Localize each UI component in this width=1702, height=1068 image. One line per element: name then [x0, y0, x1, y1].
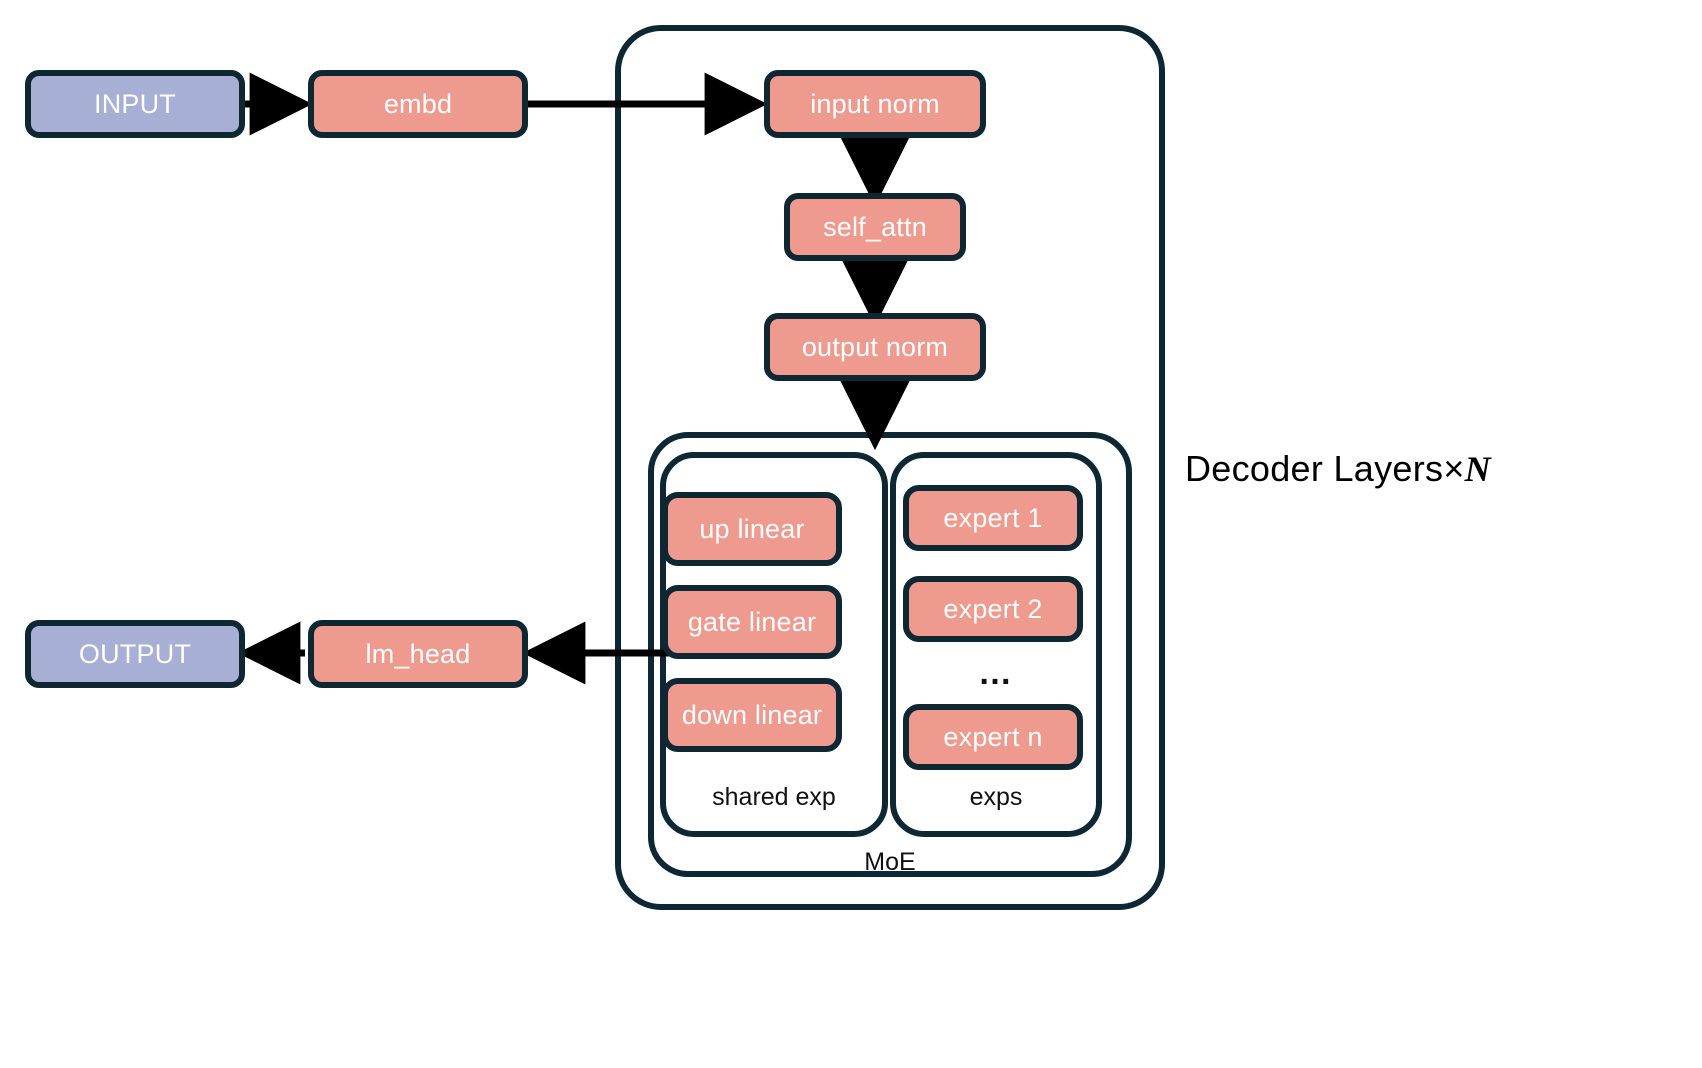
experts-ellipsis: … — [978, 654, 1015, 692]
node-up-linear[interactable]: up linear — [662, 492, 842, 566]
node-expert-1[interactable]: expert 1 — [903, 485, 1083, 551]
label-decoder-layers-text: Decoder Layers× — [1185, 448, 1465, 489]
label-exps: exps — [969, 783, 1023, 811]
node-embd[interactable]: embd — [308, 70, 528, 138]
node-output[interactable]: OUTPUT — [25, 620, 245, 688]
node-down-linear[interactable]: down linear — [662, 678, 842, 752]
node-lm-head[interactable]: lm_head — [308, 620, 528, 688]
group-decoder-layers — [615, 25, 1165, 910]
group-experts — [890, 452, 1102, 837]
label-shared-exp: shared exp — [712, 783, 836, 811]
label-decoder-layers: Decoder Layers×N — [1185, 448, 1491, 490]
label-moe: MoE — [864, 848, 916, 876]
node-input-norm[interactable]: input norm — [764, 70, 986, 138]
node-output-norm[interactable]: output norm — [764, 313, 986, 381]
node-expert-n[interactable]: expert n — [903, 704, 1083, 770]
node-expert-2[interactable]: expert 2 — [903, 576, 1083, 642]
node-self-attn[interactable]: self_attn — [784, 193, 966, 261]
node-input[interactable]: INPUT — [25, 70, 245, 138]
node-gate-linear[interactable]: gate linear — [662, 585, 842, 659]
label-decoder-layers-var: N — [1464, 449, 1491, 489]
